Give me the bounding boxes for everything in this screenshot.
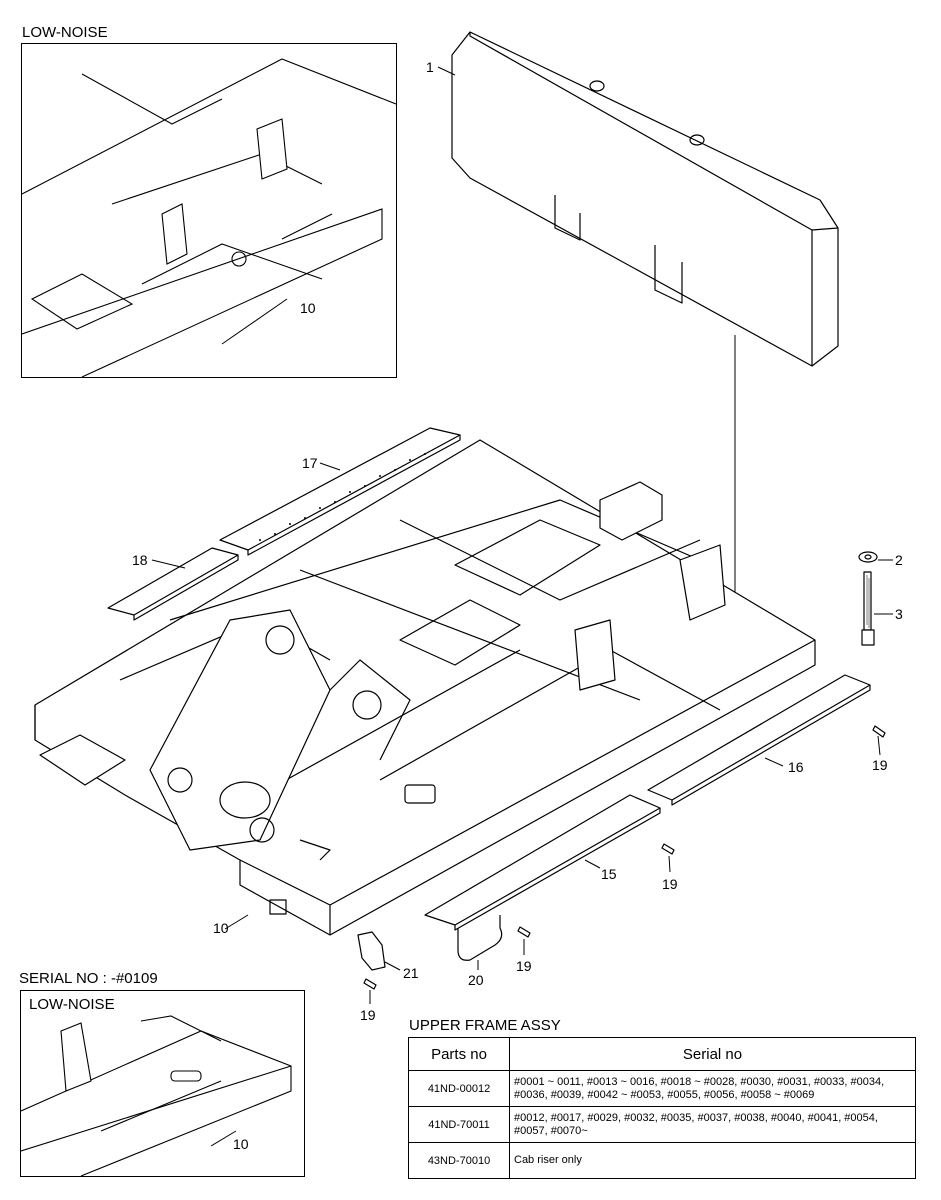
serial-title: SERIAL NO : -#0109 xyxy=(19,970,158,987)
part-number-cell: 43ND-70010 xyxy=(408,1142,510,1179)
serial-range-cell: #0012, #0017, #0029, #0032, #0035, #0037… xyxy=(509,1106,916,1143)
walk-plate-16 xyxy=(647,674,871,806)
table-header-row: Parts no Serial no xyxy=(408,1037,916,1071)
top-inset-callout-10: 10 xyxy=(300,300,316,316)
callout-10: 10 xyxy=(213,920,229,936)
callout-21: 21 xyxy=(403,965,419,981)
bottom-inset-callout-10: 10 xyxy=(233,1136,249,1152)
bottom-inset-frame: LOW-NOISE 10 xyxy=(20,990,305,1177)
callout-19-a: 19 xyxy=(872,757,888,773)
walk-plate-17 xyxy=(219,427,461,556)
table-title: UPPER FRAME ASSY xyxy=(409,1017,561,1034)
table-row: 41ND-00012 #0001 ~ 0011, #0013 ~ 0016, #… xyxy=(408,1070,916,1107)
walk-plate-15 xyxy=(424,794,661,931)
washer-2 xyxy=(858,551,878,563)
table-row: 41ND-70011 #0012, #0017, #0029, #0032, #… xyxy=(408,1106,916,1143)
header-serial-no: Serial no xyxy=(509,1037,916,1071)
walk-plate-18 xyxy=(107,547,239,621)
bottom-inset-drawing xyxy=(21,1015,292,1176)
part-number-cell: 41ND-70011 xyxy=(408,1106,510,1143)
parts-table: Parts no Serial no 41ND-00012 #0001 ~ 00… xyxy=(408,1037,916,1179)
callout-18: 18 xyxy=(132,552,148,568)
callout-17: 17 xyxy=(302,455,318,471)
hand-grip-20 xyxy=(457,915,503,961)
header-parts-no: Parts no xyxy=(408,1037,510,1071)
bracket-21 xyxy=(357,931,386,971)
callout-15: 15 xyxy=(601,866,617,882)
leader-lines xyxy=(151,66,893,1004)
counterweight-part xyxy=(451,31,839,600)
serial-range-cell: #0001 ~ 0011, #0013 ~ 0016, #0018 ~ #002… xyxy=(509,1070,916,1107)
bolts-19 xyxy=(363,725,886,990)
serial-range-cell: Cab riser only xyxy=(509,1142,916,1179)
callout-1: 1 xyxy=(426,59,434,75)
bolt-3 xyxy=(861,571,875,646)
part-number-cell: 41ND-00012 xyxy=(408,1070,510,1107)
callout-19-c: 19 xyxy=(516,958,532,974)
upper-frame-main xyxy=(34,439,816,936)
table-row: 43ND-70010 Cab riser only xyxy=(408,1142,916,1179)
callout-19-d: 19 xyxy=(360,1007,376,1023)
callout-19-b: 19 xyxy=(662,876,678,892)
top-inset-title: LOW-NOISE xyxy=(22,24,108,41)
bottom-inset-title: LOW-NOISE xyxy=(29,996,115,1013)
top-inset-frame: 10 xyxy=(21,43,397,378)
callout-3: 3 xyxy=(895,606,903,622)
top-inset-drawing xyxy=(22,58,396,377)
callout-16: 16 xyxy=(788,759,804,775)
callout-20: 20 xyxy=(468,972,484,988)
callout-2: 2 xyxy=(895,552,903,568)
